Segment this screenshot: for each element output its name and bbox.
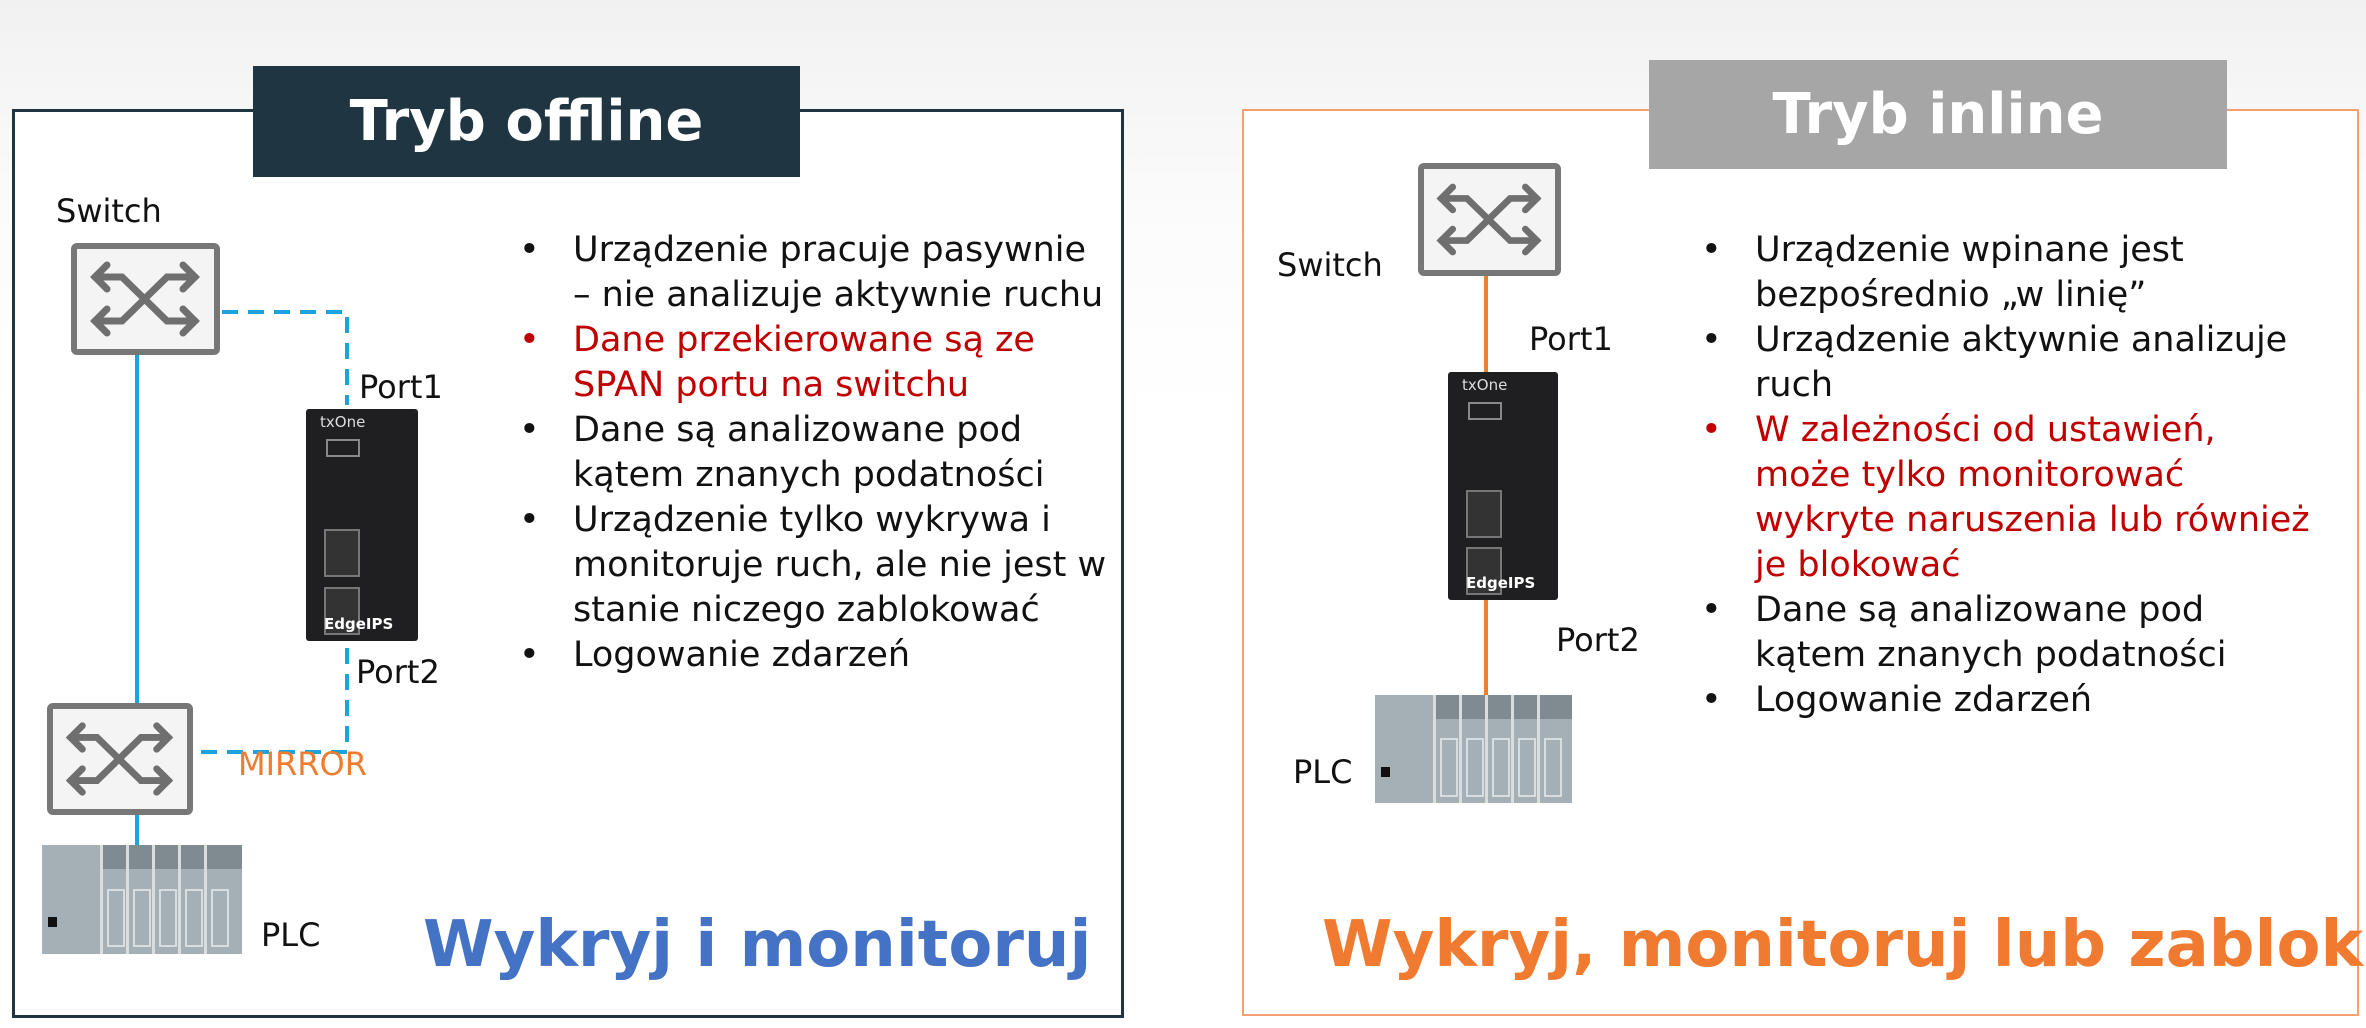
bullet-item: •Dane są analizowane pod kątem znanych p… — [519, 410, 1045, 495]
bullet-item: •Urządzenie tylko wykrywa i monitoruje r… — [519, 500, 1107, 630]
bullet-item: •Dane są analizowane pod kątem znanych p… — [1701, 590, 2227, 675]
offline-title: Tryb offline — [253, 66, 800, 177]
offline-mirror-switch-icon — [47, 703, 193, 815]
offline-span-link-port1 — [222, 310, 349, 405]
usb-port-icon — [326, 439, 360, 457]
inline-bullet-list: •Urządzenie wpinane jest bezpośrednio „w… — [1701, 228, 2315, 723]
device-name: EdgeIPS — [324, 615, 394, 633]
offline-port1-label: Port1 — [359, 368, 443, 406]
offline-plc-icon — [42, 845, 242, 954]
offline-plc-label: PLC — [261, 916, 321, 954]
inline-port2-label: Port2 — [1556, 621, 1640, 659]
inline-switch-label: Switch — [1277, 246, 1383, 284]
offline-footer: Wykryj i monitoruj — [423, 908, 1092, 982]
bullet-item: •Urządzenie wpinane jest bezpośrednio „w… — [1701, 230, 2184, 315]
device-brand-logo: txOne — [320, 413, 366, 431]
bullet-item: •Urządzenie aktywnie analizuje ruch — [1701, 320, 2288, 405]
ethernet-port-icon — [324, 587, 360, 635]
inline-footer: Wykryj, monitoruj lub zablokuj — [1322, 908, 2366, 982]
mirror-label: MIRROR — [238, 745, 367, 783]
bullet-item-highlight: •W zależności od ustawień, może tylko mo… — [1701, 410, 2310, 585]
inline-port1-label: Port1 — [1529, 320, 1613, 358]
offline-mirror-link-port2 — [196, 648, 349, 754]
inline-switch-icon — [1418, 163, 1561, 276]
offline-links — [135, 310, 349, 845]
device-name: EdgeIPS — [1466, 574, 1536, 592]
bullet-item: •Urządzenie pracuje pasywnie – nie anali… — [519, 230, 1104, 315]
offline-switch-label: Switch — [56, 192, 162, 230]
ethernet-port-icon — [1466, 490, 1502, 538]
ethernet-port-icon — [1466, 547, 1502, 595]
device-brand-logo: txOne — [1462, 376, 1508, 394]
bullet-item: •Logowanie zdarzeń — [519, 635, 911, 675]
inline-plc-label: PLC — [1293, 753, 1353, 791]
ethernet-port-icon — [324, 529, 360, 577]
offline-switch-icon — [71, 243, 220, 355]
offline-bullet-list: •Urządzenie pracuje pasywnie – nie anali… — [519, 228, 1113, 678]
usb-port-icon — [1468, 402, 1502, 420]
inline-title: Tryb inline — [1649, 60, 2227, 169]
inline-plc-icon — [1375, 695, 1572, 803]
inline-edgeips-device: txOne EdgeIPS — [1448, 372, 1558, 600]
bullet-item: •Logowanie zdarzeń — [1701, 680, 2093, 720]
offline-port2-label: Port2 — [356, 653, 440, 691]
offline-edgeips-device: txOne EdgeIPS — [306, 409, 418, 641]
inline-links — [1484, 276, 1488, 695]
bullet-item-highlight: •Dane przekierowane są ze SPAN portu na … — [519, 320, 1035, 405]
